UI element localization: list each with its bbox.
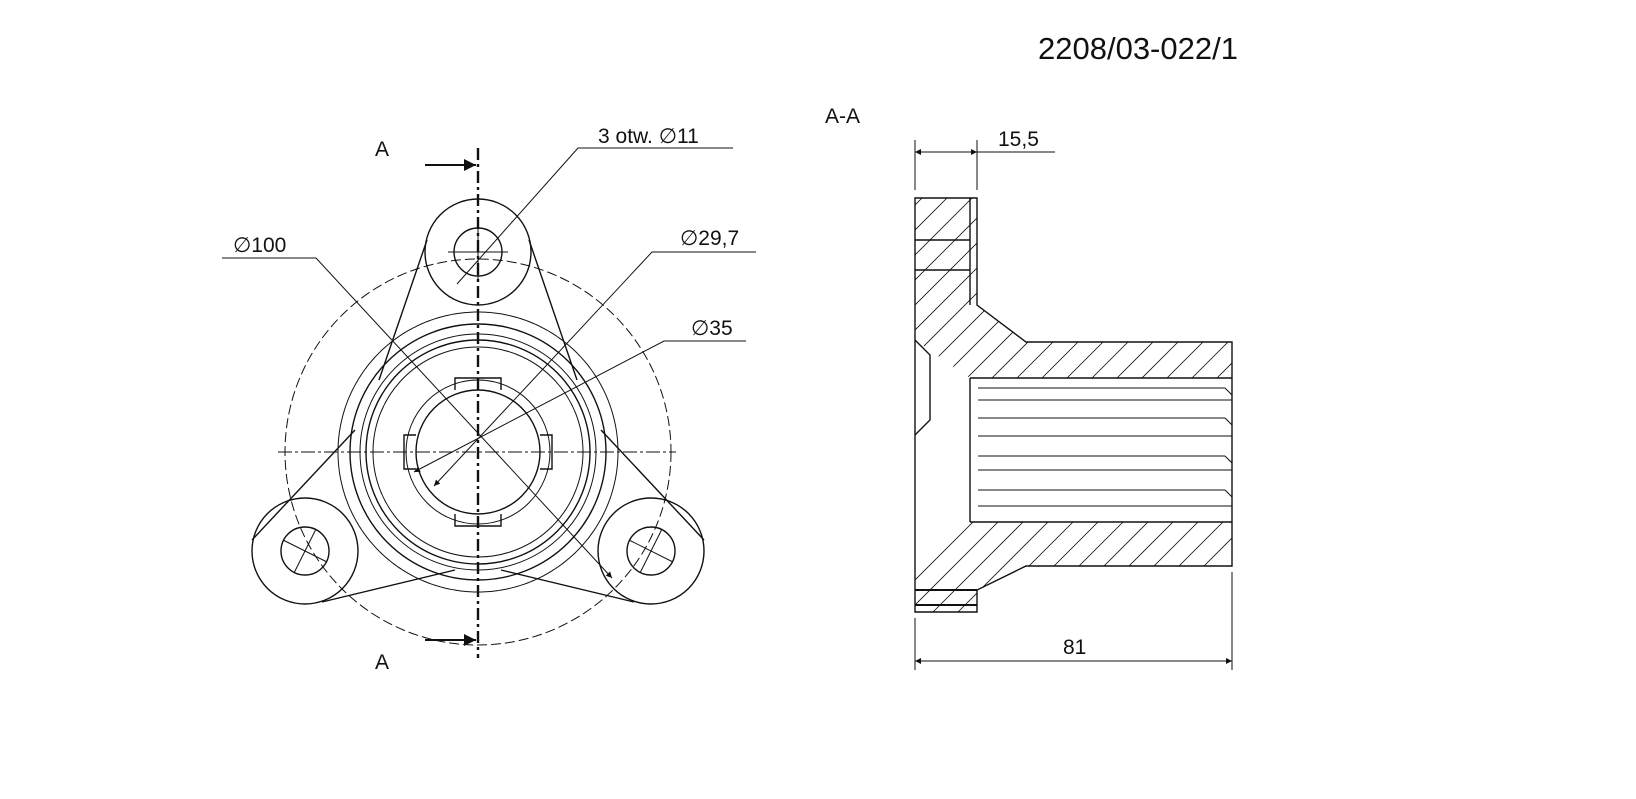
leader-d29-7 <box>433 251 756 487</box>
leader-d100 <box>222 257 613 579</box>
section-hatching <box>915 198 1232 612</box>
section-marker-top: A <box>375 138 389 161</box>
spline-grooves <box>978 387 1233 507</box>
section-title: A-A <box>825 105 860 128</box>
label-holes: 3 otw. ∅11 <box>598 125 699 148</box>
label-d100: ∅100 <box>233 234 286 257</box>
label-d35: ∅35 <box>691 317 733 340</box>
label-81: 81 <box>1063 636 1086 659</box>
leader-holes <box>456 147 733 285</box>
section-marker-bottom: A <box>375 651 389 674</box>
leader-d35 <box>413 340 746 473</box>
drawing-number: 2208/03-022/1 <box>1038 31 1238 66</box>
label-d29-7: ∅29,7 <box>680 227 739 250</box>
label-15-5: 15,5 <box>998 128 1039 151</box>
section-view: A-A 15,5 81 <box>825 105 1233 670</box>
part-outline <box>914 197 1233 613</box>
front-view: A A 3 otw. ∅11 ∅100 ∅29,7 ∅35 <box>222 125 756 674</box>
